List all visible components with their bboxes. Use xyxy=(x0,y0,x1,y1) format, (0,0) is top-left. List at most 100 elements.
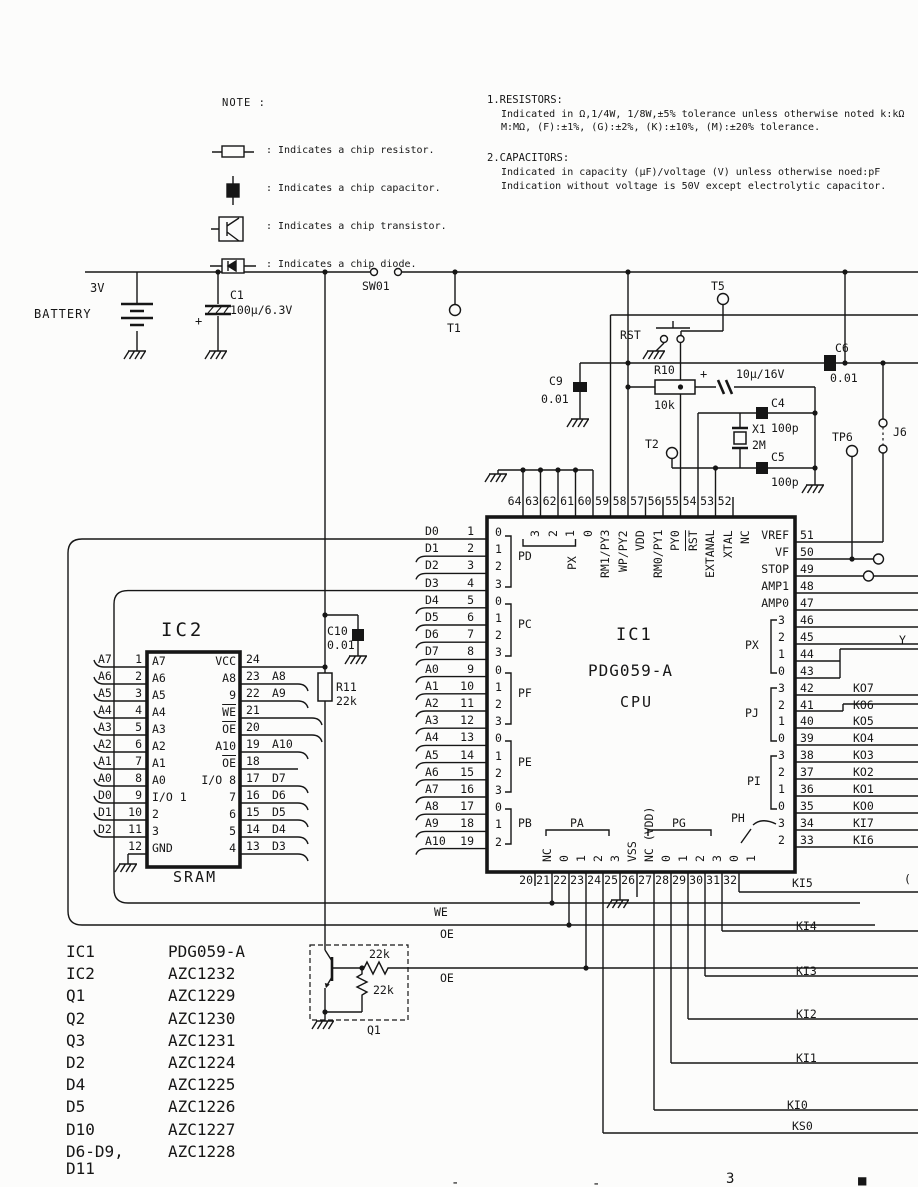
ic1-pin-28-label: 1 xyxy=(676,855,690,862)
notes-cap_h: 2.CAPACITORS: xyxy=(487,152,570,164)
ic1-group-PB-label: PB xyxy=(518,816,532,830)
ic1-pin-18-label: A9 xyxy=(425,816,439,831)
ic1-pin-13-number: 13 xyxy=(460,730,474,745)
ic2-pin-11-internal: 3 xyxy=(152,824,159,838)
ic2-pin-3-internal: A5 xyxy=(152,688,166,702)
ic1-group-PI-label: PI xyxy=(747,774,761,788)
parts-list-part: AZC1232 xyxy=(168,964,236,984)
components-x1-ref: X1 xyxy=(752,422,766,436)
ic2-pin-4-label: A4 xyxy=(98,703,112,717)
components-c3-plus: + xyxy=(700,367,708,381)
ic1-pin-11-number: 11 xyxy=(460,696,474,710)
chip-diode-icon xyxy=(210,258,256,274)
ic1-pin-63-label: 2 xyxy=(545,530,560,537)
ic2-pin-12-internal: GND xyxy=(152,841,173,855)
ic1-group-PD-digit: 0 xyxy=(495,525,502,539)
page-edge-fragment: ■ xyxy=(858,1173,867,1187)
ic1-group-PC-digit: 2 xyxy=(495,628,502,643)
ic2-pin-9-number: 9 xyxy=(135,788,142,802)
ic2-pin-5-internal: A3 xyxy=(152,722,166,736)
ic1-pin-26-number: 26 xyxy=(621,873,635,887)
ic1-pin-41-number: 41 xyxy=(800,697,814,712)
ic1-pin-30-label: 3 xyxy=(710,855,724,862)
wire-label-KI5: KI5 xyxy=(792,876,813,890)
junction-dots xyxy=(215,269,886,1015)
ic2-pin-18-internal: OE xyxy=(222,756,236,770)
ic1-pin-2-number: 2 xyxy=(467,541,474,556)
ic1-pin-24-label: 3 xyxy=(608,855,622,862)
ic2-pin-14-number: 14 xyxy=(246,822,260,836)
ic2-pin-14-internal: 5 xyxy=(229,824,236,838)
rst-contact xyxy=(659,334,669,344)
wire-label-KO7: KO7 xyxy=(853,680,874,695)
wire-label-KO6: KO6 xyxy=(853,697,874,712)
chip-resistor-icon xyxy=(212,145,254,158)
ic1-group-PB-digit: 2 xyxy=(495,834,502,849)
ic1-pin-63-number: 63 xyxy=(525,494,539,508)
parts-list-part: AZC1229 xyxy=(168,986,236,1006)
ic1-group-PJ-label: PJ xyxy=(745,706,759,720)
components-q1-r_series: 22k xyxy=(369,947,390,961)
ic2-pin-24-internal: VCC xyxy=(215,654,236,668)
components-c4-value: 100p xyxy=(771,421,799,435)
ic1-pin-60-number: 60 xyxy=(577,494,592,508)
notes-cap_2: Indication without voltage is 50V except… xyxy=(501,181,887,192)
ic2-pin-1-number: 1 xyxy=(135,652,142,666)
ic1-group-PF-digit: 3 xyxy=(495,714,502,729)
ic2-pin-22-number: 22 xyxy=(246,686,260,700)
ic1-pin-56-number: 56 xyxy=(647,494,662,508)
ic2-pin-21-internal: WE xyxy=(222,705,236,719)
ic1-pin-21-label: 0 xyxy=(557,855,571,862)
ic2-pin-15-internal: 6 xyxy=(229,807,236,821)
ic1-pin-4-number: 4 xyxy=(467,575,474,590)
ic1-pin-18-number: 18 xyxy=(460,816,474,831)
ic1-pin-25-number: 25 xyxy=(604,873,618,887)
ic1-pin-12-label: A3 xyxy=(425,713,439,728)
components-c1-ref: C1 xyxy=(230,288,244,302)
ic1-pin-22-label: 1 xyxy=(574,855,588,862)
parts-list-part: AZC1231 xyxy=(168,1030,236,1050)
ic2-pin-4-internal: A4 xyxy=(152,705,166,719)
rst-contact xyxy=(676,334,685,344)
r11-resistor xyxy=(317,672,333,702)
chip-transistor-icon xyxy=(211,216,244,242)
ic1-group-PE-label: PE xyxy=(518,755,532,769)
ic1-pin-64-number: 64 xyxy=(507,494,522,508)
wire-label-KO4: KO4 xyxy=(853,731,874,746)
components-c1-plus: + xyxy=(195,314,203,328)
q1-dashed-box xyxy=(309,944,409,1021)
components-x1-value: 2M xyxy=(752,438,766,452)
ic2-pin-10-label: D1 xyxy=(98,805,112,819)
ic1-pin-1-label: D0 xyxy=(425,524,439,538)
components-t2-ref: T2 xyxy=(645,437,659,451)
wire-label-KO0: KO0 xyxy=(853,799,874,814)
ic1-pin-17-label: A8 xyxy=(425,799,439,814)
notes-title: NOTE : xyxy=(222,97,266,109)
ic2-pin-2-internal: A6 xyxy=(152,671,166,685)
parts-list-ref: D6-D9, D11 xyxy=(66,1141,124,1178)
ic1-pin-33-number: 33 xyxy=(800,833,814,848)
wire_labels-partial_right_top: Y xyxy=(899,633,906,647)
ic2-pin-20-internal: OE xyxy=(222,722,236,736)
ic1-pin-57-number: 57 xyxy=(630,494,644,508)
ic1-pin-38-digit: 3 xyxy=(778,748,785,763)
notes-legend-3-text: : Indicates a chip diode. xyxy=(266,259,417,270)
ic1-pin-28-number: 28 xyxy=(655,873,669,887)
ic1-group-PB-digit: 0 xyxy=(495,800,502,815)
components-c9-ref: C9 xyxy=(549,374,563,388)
notes-res_1: Indicated in Ω,1/4W, 1/8W,±5% tolerance … xyxy=(501,109,905,120)
components-c10-value: 0.01 xyxy=(327,638,355,652)
ic1-pin-12-number: 12 xyxy=(460,713,474,728)
ic1-pin-46-digit: 3 xyxy=(778,612,785,627)
sw01-contact xyxy=(369,267,379,277)
ic1-pin-9-number: 9 xyxy=(467,661,474,676)
ic1-pin-19-label: A10 xyxy=(425,833,446,848)
ic2-pin-3-label: A5 xyxy=(98,686,112,700)
ic2-pin-19-internal: A10 xyxy=(215,739,236,753)
ic1-pin-40-number: 40 xyxy=(800,714,814,729)
ic1-pin-34-digit: 3 xyxy=(778,816,785,831)
ic2-pin-12-number: 12 xyxy=(128,839,142,853)
components-j6-ref: J6 xyxy=(893,425,907,439)
